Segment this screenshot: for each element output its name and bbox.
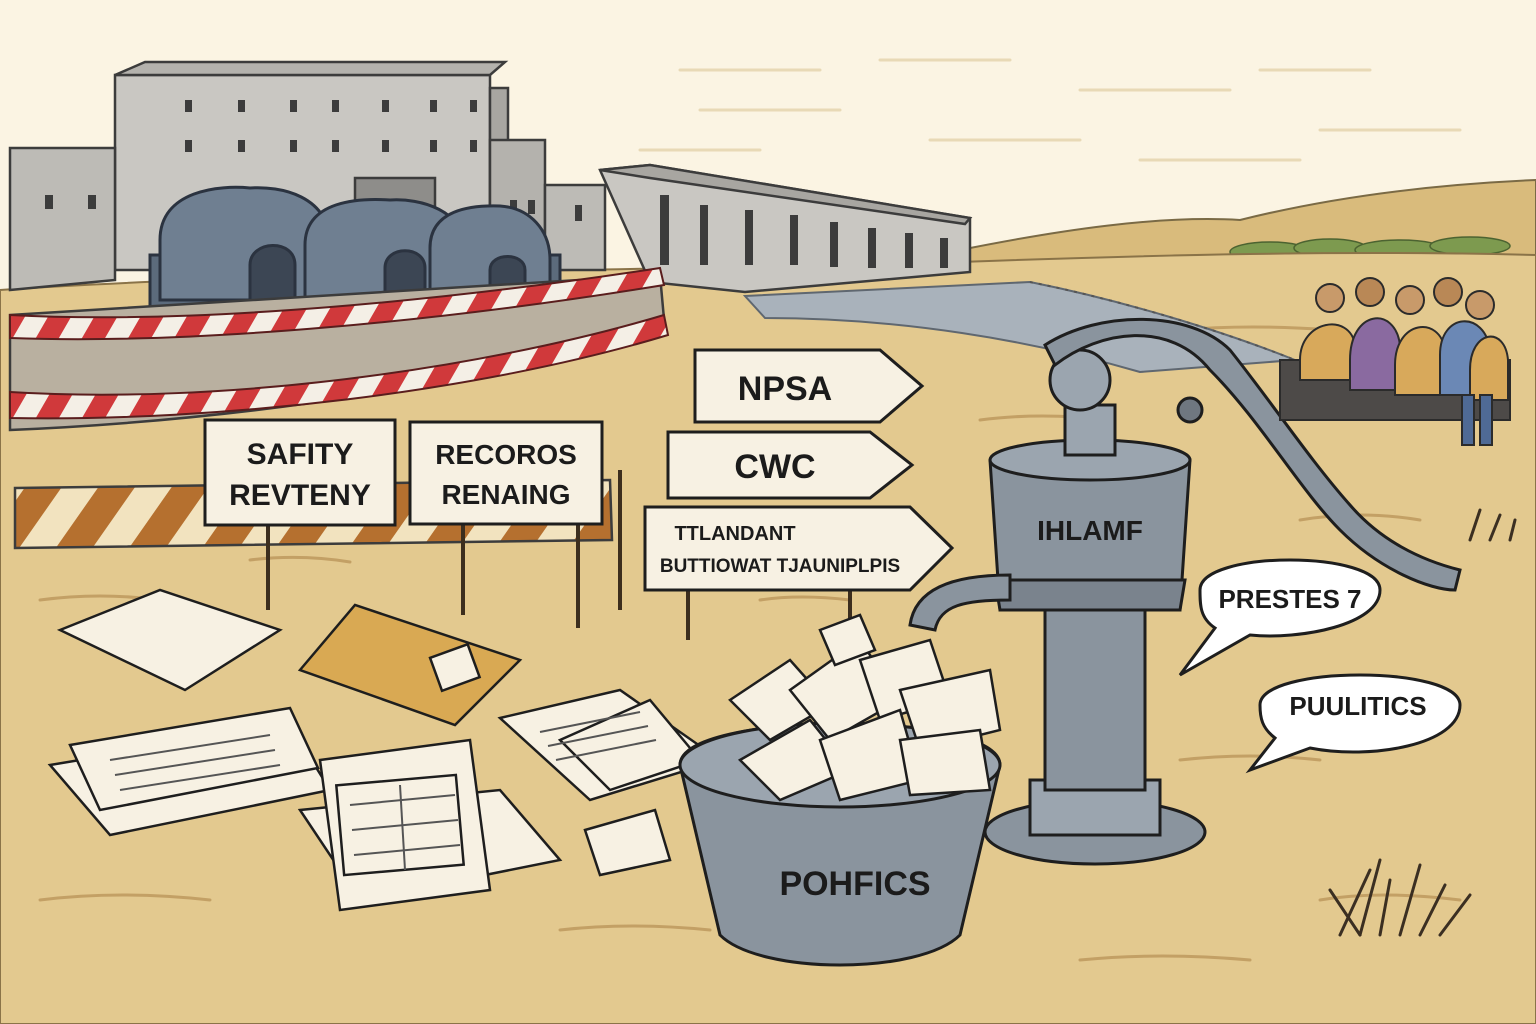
bucket-label: POHFICS [779, 865, 930, 903]
safety-sign-line1: SAFITY [247, 438, 354, 471]
arrow-sign-cwc-text: CWC [734, 448, 815, 486]
sky-hatching [638, 58, 1462, 162]
records-sign-line1: RECOROS [435, 439, 577, 470]
warehouse-windows [575, 195, 948, 268]
records-remaining-sign: RECOROS RENAING [408, 420, 604, 526]
group-of-people [1279, 277, 1511, 446]
safety-review-sign: SAFITY REVTENY [203, 418, 397, 527]
document-text-lines [109, 711, 657, 871]
storage-tanks [148, 185, 562, 312]
arrow-sign-cwc: CWC [666, 430, 915, 500]
arrow-sign-npsa: NPSA [693, 348, 925, 424]
arrow-sign-third-line2: BUTTIOWAT TJAUNIPLPIS [660, 556, 900, 577]
speech-bubble-bottom-text: PUULITICS [1289, 691, 1426, 721]
speech-bubble-bottom: PUULITICS [1245, 673, 1462, 774]
canal-fence [1029, 281, 1296, 361]
arrow-sign-third-line1: TTLANDANT [674, 523, 795, 545]
arrow-sign-npsa-text: NPSA [738, 370, 832, 408]
hazard-tape [9, 266, 670, 420]
speech-bubble-top-text: PRESTES 7 [1218, 584, 1361, 614]
water-canal [742, 280, 1296, 374]
pump-label: IHLAMF [1037, 515, 1143, 546]
building-windows [45, 100, 535, 214]
arrow-sign-third: TTLANDANT BUTTIOWAT TJAUNIPLPIS [643, 505, 955, 592]
records-sign-line2: RENAING [441, 479, 570, 510]
speech-bubble-top: PRESTES 7 [1178, 558, 1382, 677]
dry-grass [1328, 508, 1517, 937]
safety-sign-line2: REVTENY [229, 479, 371, 512]
long-warehouse [543, 163, 973, 294]
hand-water-pump: IHLAMF [908, 317, 1462, 866]
paper-bucket: POHFICS [678, 613, 1002, 967]
